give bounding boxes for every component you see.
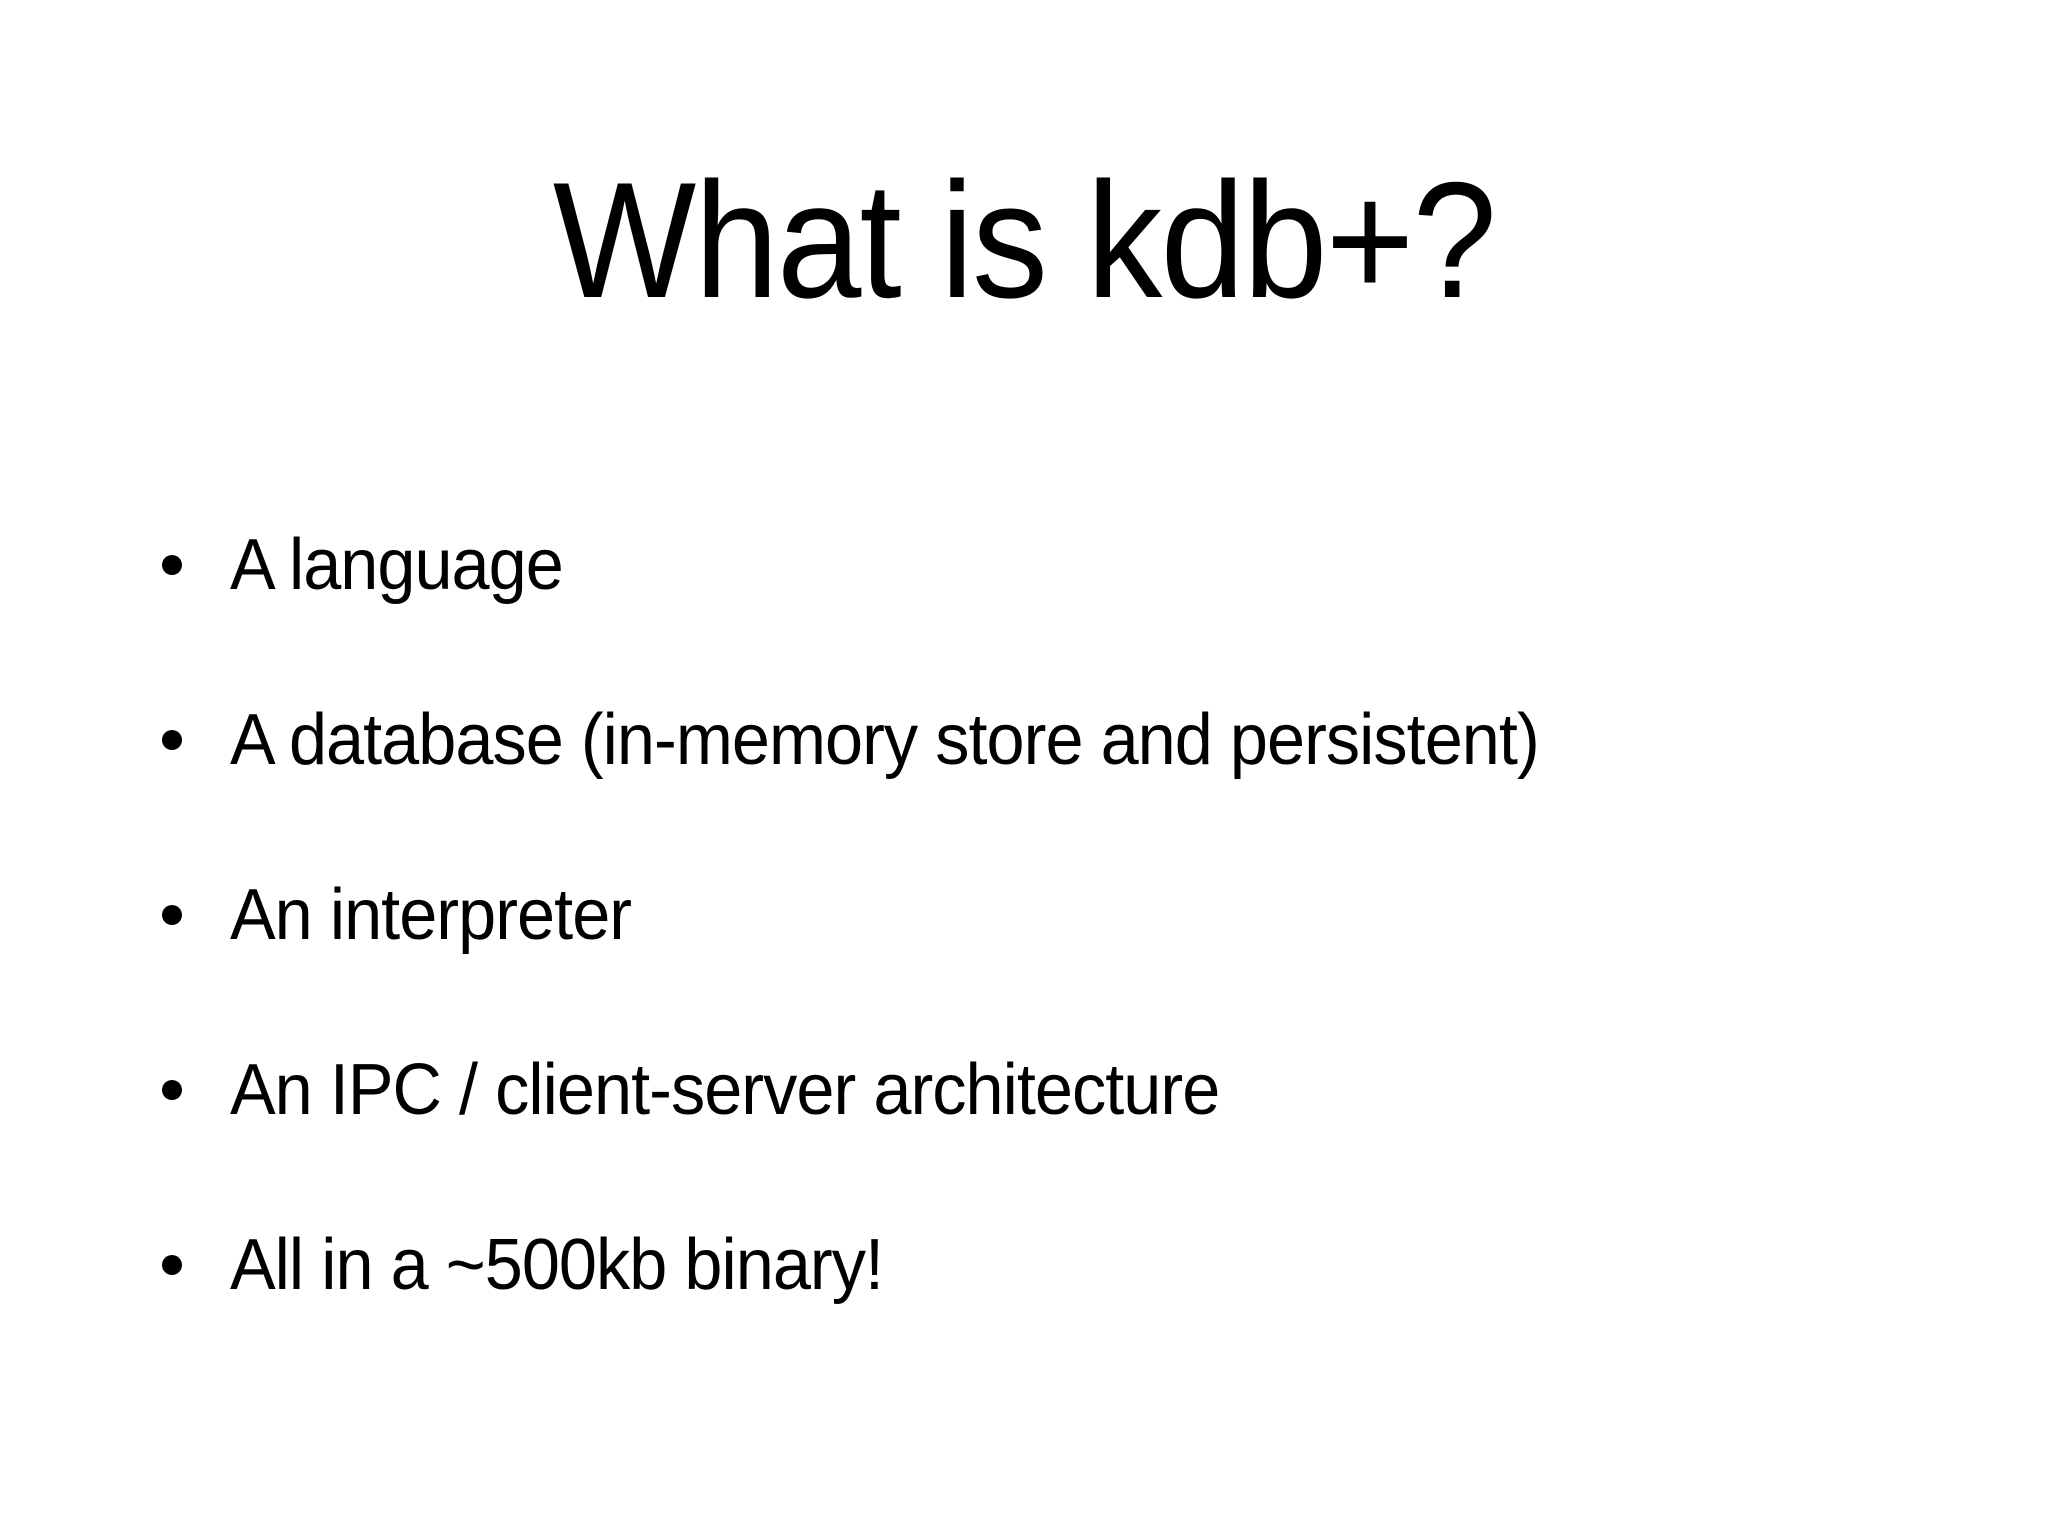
bullet-item: An interpreter: [162, 870, 652, 960]
bullet-dot-icon: [162, 905, 182, 925]
bullet-text: A language: [230, 525, 564, 605]
bullet-dot-icon: [162, 1080, 182, 1100]
bullet-item: A database (in-memory store and persiste…: [162, 695, 1608, 785]
bullet-item: An IPC / client-server architecture: [162, 1045, 1271, 1135]
bullet-text: An IPC / client-server architecture: [230, 1050, 1220, 1130]
bullet-dot-icon: [162, 1255, 182, 1275]
bullet-text: A database (in-memory store and persiste…: [230, 700, 1540, 780]
bullet-dot-icon: [162, 730, 182, 750]
bullet-text: An interpreter: [230, 875, 632, 955]
bullet-item: All in a ~500kb binary!: [162, 1220, 917, 1310]
bullet-text: All in a ~500kb binary!: [230, 1225, 884, 1305]
slide-title: What is kdb+?: [552, 148, 1497, 332]
bullet-dot-icon: [162, 555, 182, 575]
bullet-item: A language: [162, 520, 580, 610]
